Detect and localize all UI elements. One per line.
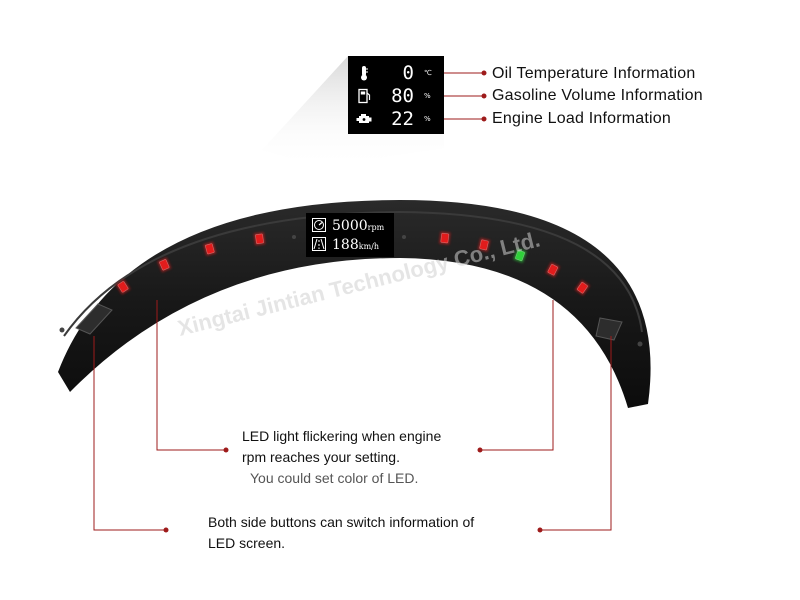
button-left-callout <box>93 336 169 533</box>
speed-readout: 188km/h <box>332 236 379 256</box>
right-switch-button[interactable] <box>595 317 623 341</box>
speed-unit: km/h <box>358 242 380 251</box>
engine-load-value: 22 <box>391 108 414 130</box>
rpm-row: 5000rpm <box>306 217 394 235</box>
led-desc-line-2: rpm reaches your setting. <box>242 449 400 465</box>
oil-temp-value: 0 <box>402 62 414 84</box>
buttons-description: Both side buttons can switch information… <box>208 512 528 554</box>
led-description: LED light flickering when engine rpm rea… <box>242 426 482 489</box>
led-strip-right <box>439 231 590 296</box>
led-right-3 <box>513 248 527 263</box>
thermometer-icon <box>361 66 368 81</box>
gasoline-unit: % <box>424 92 431 100</box>
gasoline-row: 80 % <box>348 85 444 107</box>
engine-icon <box>356 114 372 123</box>
bolt-right <box>637 341 643 347</box>
rpm-unit: rpm <box>367 223 385 232</box>
led-right-callout <box>477 300 554 453</box>
fuel-pump-icon <box>358 88 371 104</box>
oil-temp-row: 0 ℃ <box>348 62 444 84</box>
bolt-top-left <box>292 235 296 239</box>
oil-temperature-label: Oil Temperature Information <box>492 65 696 82</box>
speed-row: 188km/h <box>306 236 394 254</box>
engine-load-row: 22 % <box>348 108 444 130</box>
led-right-1 <box>439 231 451 245</box>
led-left-2 <box>157 257 172 273</box>
oled-info-panel: 0 ℃ 80 % 22 % <box>348 56 444 134</box>
buttons-desc-line-2: LED screen. <box>208 535 286 551</box>
led-left-callout <box>156 300 229 453</box>
rpm-readout: 5000rpm <box>332 217 384 237</box>
rpm-value: 5000 <box>332 218 368 234</box>
led-strip-left <box>115 232 266 295</box>
led-left-3 <box>203 241 217 256</box>
panel-shadow <box>262 56 444 168</box>
bolt-left <box>59 327 65 333</box>
rim-highlight <box>63 210 643 337</box>
engine-load-unit: % <box>424 115 431 123</box>
led-right-4 <box>545 262 560 278</box>
led-desc-line-1: LED light flickering when engine <box>242 428 442 444</box>
led-right-5 <box>574 279 590 296</box>
led-left-1 <box>115 279 131 295</box>
bolt-top-right <box>402 235 406 239</box>
oil-callout <box>444 70 487 76</box>
left-switch-button[interactable] <box>75 303 113 335</box>
oil-temp-unit: ℃ <box>424 69 432 77</box>
gas-callout <box>444 93 487 99</box>
led-left-4 <box>253 232 266 246</box>
engine-callout <box>444 116 487 122</box>
gasoline-value: 80 <box>391 85 414 107</box>
engine-load-label: Engine Load Information <box>492 110 671 127</box>
button-right-callout <box>537 336 612 533</box>
wheel-center-screen: 5000rpm 188km/h <box>306 213 394 257</box>
gasoline-volume-label: Gasoline Volume Information <box>492 87 703 104</box>
road-icon <box>312 237 326 251</box>
buttons-desc-line-1: Both side buttons can switch information… <box>208 514 475 530</box>
tachometer-icon <box>312 218 326 232</box>
led-right-2 <box>477 237 491 252</box>
led-desc-sub: You could set color of LED. <box>250 470 419 486</box>
speed-value: 188 <box>332 237 359 253</box>
